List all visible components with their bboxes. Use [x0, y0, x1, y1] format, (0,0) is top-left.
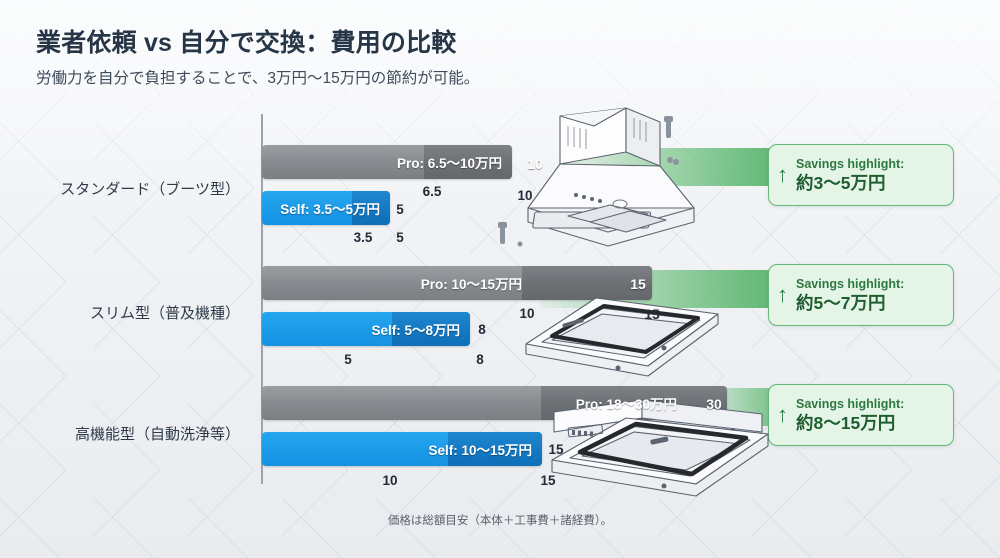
- savings-amount: 約3〜5万円: [796, 172, 886, 193]
- chart-group-highfunction: 高機能型（自動洗浄等） Pro: 18〜30万円 30 Self: 10〜15万…: [0, 348, 1000, 488]
- savings-arrow-icon: ↑: [777, 402, 788, 427]
- savings-label: Savings highlight:: [796, 156, 905, 171]
- savings-card-highfunction[interactable]: ↑ Savings highlight: 約8〜15万円: [768, 384, 954, 446]
- page-subtitle: 労働力を自分で負担することで、3万円〜15万円の節約が可能。: [36, 70, 480, 88]
- bar-self-label: Self: 5〜8万円: [371, 323, 460, 338]
- bar-pro-standard[interactable]: Pro: 6.5〜10万円: [262, 145, 512, 179]
- savings-card-slim[interactable]: ↑ Savings highlight: 約5〜7万円: [768, 264, 954, 326]
- savings-card-standard[interactable]: ↑ Savings highlight: 約3〜5万円: [768, 144, 954, 206]
- bar-pro-low-value: 10: [519, 306, 535, 321]
- bar-pro-high-value-outer: 10: [517, 188, 533, 203]
- bar-self-label: Self: 10〜15万円: [428, 443, 532, 458]
- category-label-standard: スタンダード（ブーツ型）: [60, 181, 240, 198]
- bar-pro-low-value: 6.5: [422, 184, 442, 199]
- bar-self-high-value-outer: 15: [540, 473, 556, 488]
- bar-pro-high-segment: [424, 145, 512, 179]
- page-title: 業者依頼 vs 自分で交換：費用の比較: [36, 29, 457, 57]
- bar-pro-high-value-outer: 15: [644, 306, 660, 322]
- bar-self-high-segment: [352, 191, 390, 225]
- bar-pro-high-value: 30: [706, 396, 722, 412]
- bar-self-high-value: 5: [396, 202, 404, 217]
- bar-pro-slim[interactable]: Pro: 10〜15万円: [262, 266, 652, 300]
- bar-self-high-segment: [448, 432, 542, 466]
- footnote: 価格は総額目安（本体＋工事費＋諸経費）。: [387, 515, 613, 527]
- bar-self-slim[interactable]: Self: 5〜8万円: [262, 312, 470, 346]
- bar-self-label: Self: 3.5〜5万円: [280, 202, 380, 217]
- range-hood-boots-illustration: [498, 104, 718, 254]
- bar-self-high-value: 8: [478, 322, 486, 337]
- range-hood-highfunction-illustration: [546, 398, 776, 510]
- bar-self-low-value: 10: [382, 473, 398, 488]
- savings-label: Savings highlight:: [796, 276, 905, 291]
- bar-self-high-segment: [392, 312, 470, 346]
- chart-group-slim: スリム型（普及機種） Pro: 10〜15万円 15 Self: 5〜8万円 8…: [0, 230, 1000, 367]
- range-hood-slim-illustration: [522, 288, 722, 380]
- bar-self-low-value: 5: [344, 352, 352, 367]
- bar-pro-label: Pro: 18〜30万円: [575, 397, 677, 412]
- savings-arrow-icon: ↑: [777, 162, 788, 187]
- bar-pro-label: Pro: 6.5〜10万円: [396, 156, 502, 171]
- category-label-slim: スリム型（普及機種）: [89, 305, 240, 322]
- bar-pro-high-segment: [522, 266, 652, 300]
- bar-self-high-value: 15: [548, 442, 564, 457]
- savings-amount: 約8〜15万円: [796, 412, 896, 433]
- savings-arrow-icon: ↑: [777, 282, 788, 307]
- bar-pro-high-value: 15: [630, 276, 646, 292]
- cost-comparison-chart: スタンダード（ブーツ型） Pro: 6.5〜10万円 10 Self: 3.5〜…: [0, 108, 1000, 488]
- bar-self-highfunction[interactable]: Self: 10〜15万円: [262, 432, 542, 466]
- bar-self-high-value-outer: 8: [476, 352, 484, 367]
- header: 業者依頼 vs 自分で交換：費用の比較 労働力を自分で負担することで、3万円〜1…: [36, 28, 736, 89]
- bar-self-standard[interactable]: Self: 3.5〜5万円: [262, 191, 390, 225]
- bar-self-low-value: 3.5: [353, 230, 373, 245]
- bar-pro-label: Pro: 10〜15万円: [420, 277, 522, 292]
- category-label-highfunction: 高機能型（自動洗浄等）: [74, 426, 240, 443]
- savings-label: Savings highlight:: [796, 396, 905, 411]
- y-axis-line: [261, 114, 263, 484]
- bar-self-high-value-outer: 5: [396, 230, 404, 245]
- chart-group-standard: スタンダード（ブーツ型） Pro: 6.5〜10万円 10 Self: 3.5〜…: [0, 108, 1000, 245]
- bar-pro-high-value: 10: [527, 156, 543, 172]
- savings-amount: 約5〜7万円: [796, 292, 886, 313]
